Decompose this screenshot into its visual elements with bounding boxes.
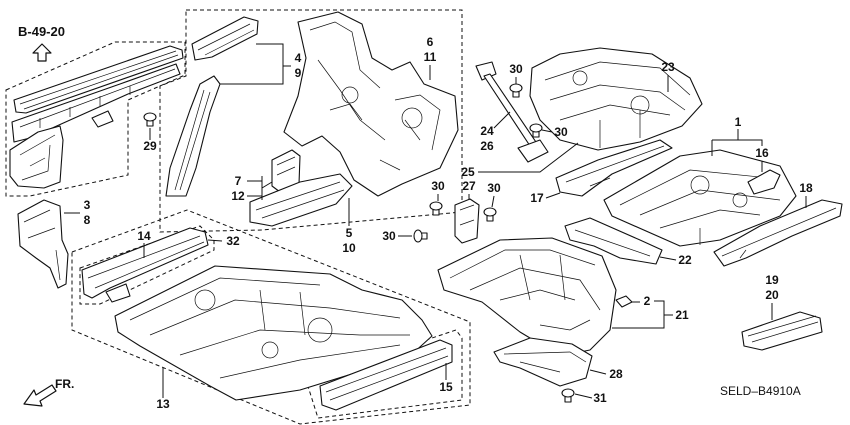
up-arrow-outline-icon xyxy=(32,43,52,62)
part-middle-floor-21 xyxy=(437,237,617,357)
part-rear-floor-1 xyxy=(603,149,797,247)
callout-11: 11 xyxy=(424,50,437,64)
part-crossmember-22 xyxy=(564,217,663,265)
part-bracket-27 xyxy=(454,198,480,244)
part-sill-19-20 xyxy=(741,311,823,351)
bolt-30-b xyxy=(529,123,543,138)
callout-19: 19 xyxy=(765,273,779,287)
bolt-31 xyxy=(561,388,575,403)
callout-16: 16 xyxy=(755,146,769,160)
part-center-pillar xyxy=(165,75,221,197)
part-rear-panel-23 xyxy=(529,47,703,151)
bolt-29 xyxy=(143,112,157,127)
callout-28: 28 xyxy=(609,367,623,381)
callout-6: 6 xyxy=(427,35,434,49)
callout-29: 29 xyxy=(143,139,157,153)
bolt-30-d xyxy=(483,207,497,222)
part-stay-rod-24-26 xyxy=(475,61,549,163)
callout-13: 13 xyxy=(156,397,170,411)
part-front-pillar-lower xyxy=(17,199,69,289)
part-quarter-pillar-inner xyxy=(9,125,64,189)
group-box-inner-panels xyxy=(159,9,463,233)
callout-14: 14 xyxy=(137,229,151,243)
part-crossmember-17 xyxy=(555,139,673,197)
callout-17: 17 xyxy=(530,191,544,205)
callout-24: 24 xyxy=(480,124,494,138)
callout-30-c: 30 xyxy=(431,179,445,193)
part-front-floor-13 xyxy=(114,265,433,401)
callout-5: 5 xyxy=(346,226,353,240)
front-label: FR. xyxy=(55,377,74,391)
callout-23: 23 xyxy=(661,60,675,74)
callout-31: 31 xyxy=(593,391,607,405)
drawing-code: SELD–B4910A xyxy=(720,384,801,398)
group-box-roof-rail xyxy=(5,41,186,197)
part-wheelhouse-inner xyxy=(283,11,459,197)
callout-26: 26 xyxy=(480,139,494,153)
callout-4: 4 xyxy=(295,51,302,65)
callout-30-a: 30 xyxy=(509,62,523,76)
part-roof-side-rail xyxy=(13,45,184,114)
callout-10: 10 xyxy=(342,241,356,255)
part-sill-15 xyxy=(319,339,453,411)
part-clip-2 xyxy=(615,295,633,308)
callout-30-d: 30 xyxy=(487,181,501,195)
callout-32: 32 xyxy=(226,234,240,248)
part-pillar-upper-bracket xyxy=(191,16,259,61)
bolt-30-c xyxy=(429,201,443,216)
group-box-crossmember-14 xyxy=(79,225,215,305)
part-crossmember-28 xyxy=(493,337,593,387)
callout-30-e: 30 xyxy=(382,229,396,243)
callout-8: 8 xyxy=(84,213,91,227)
group-box-front-floor xyxy=(71,209,471,425)
callout-7: 7 xyxy=(235,174,242,188)
group-box-sill-15 xyxy=(305,329,463,419)
part-rear-frame-18 xyxy=(713,199,843,267)
callout-15: 15 xyxy=(439,380,453,394)
bolt-30-a xyxy=(509,83,523,98)
callout-1: 1 xyxy=(735,115,742,129)
bolt-30-e xyxy=(413,229,428,243)
part-bracket-16 xyxy=(747,169,781,195)
callout-27: 27 xyxy=(462,179,476,193)
callout-18: 18 xyxy=(799,181,813,195)
part-small-bracket xyxy=(91,110,114,128)
callout-21: 21 xyxy=(675,308,689,322)
part-side-rail-inner xyxy=(11,63,181,143)
leader-lines xyxy=(64,43,807,399)
callout-12: 12 xyxy=(231,189,245,203)
front-direction-arrow-icon xyxy=(23,384,57,407)
callout-22: 22 xyxy=(678,253,692,267)
callout-9: 9 xyxy=(295,66,302,80)
callout-25: 25 xyxy=(461,165,475,179)
callout-2: 2 xyxy=(644,294,651,308)
callout-30-b: 30 xyxy=(554,125,568,139)
diagram-reference: B-49-20 xyxy=(18,24,65,39)
callout-3: 3 xyxy=(84,198,91,212)
part-member-5-10 xyxy=(249,173,353,227)
callout-20: 20 xyxy=(765,288,779,302)
